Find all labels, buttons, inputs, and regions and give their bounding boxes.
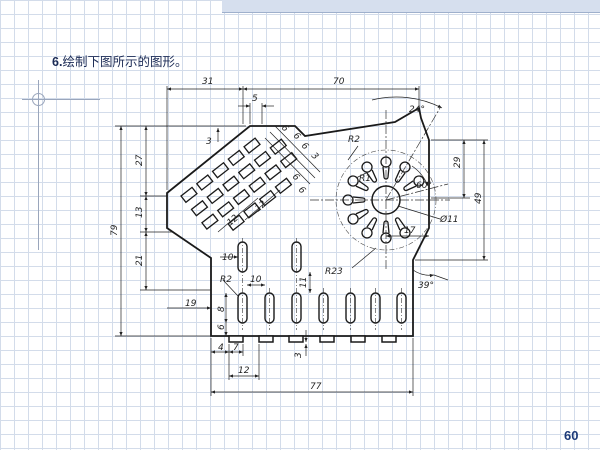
dim-6-c: 6	[299, 141, 310, 152]
keyhole-slots	[342, 156, 425, 244]
dim-39-deg: 39°	[418, 281, 434, 291]
dim-r2-lower: R2	[220, 275, 232, 285]
problem-number: 6.	[52, 55, 63, 69]
bottom-teeth	[228, 335, 397, 343]
center-hole	[371, 185, 401, 215]
dim-19: 19	[185, 299, 197, 309]
dim-17: 17	[404, 226, 416, 236]
header-band	[222, 0, 600, 12]
dim-3-diag: 3	[309, 151, 320, 162]
problem-text: 绘制下图所示的图形。	[62, 55, 188, 69]
dim-3-bottom: 3	[294, 352, 304, 358]
header-rule	[222, 12, 600, 13]
dim-11: 11	[299, 277, 309, 288]
decor-horizontal-line	[22, 99, 100, 100]
dim-6-e: 6	[296, 185, 307, 196]
dim-12-bottom: 12	[238, 366, 250, 376]
dim-6-a: 6	[279, 123, 290, 134]
dim-6-b: 6	[291, 131, 302, 142]
dim-r1: R1	[359, 174, 371, 184]
dim-77: 77	[310, 382, 322, 392]
plate-outline	[166, 106, 430, 337]
dim-5: 5	[252, 94, 258, 104]
dim-31: 31	[202, 77, 213, 87]
dim-24-deg: 24°	[409, 105, 425, 115]
dim-8: 8	[217, 306, 227, 312]
slot-centerlines	[242, 238, 402, 330]
dim-49: 49	[474, 192, 484, 204]
dim-r23: R23	[325, 267, 343, 277]
dim-6-bottom-left: 6	[217, 324, 227, 330]
dim-3-top: 3	[206, 137, 212, 147]
dim-27: 27	[135, 154, 145, 166]
dimension-labels: 31 70 5 24° 3 6 6 6 3 6 6 R2 R1 27 13 21…	[110, 77, 484, 392]
problem-title: 6.绘制下图所示的图形。	[52, 51, 187, 70]
dim-70: 70	[333, 77, 345, 87]
dim-r2-top: R2	[348, 135, 360, 145]
decor-vertical-line	[38, 80, 39, 250]
dim-10-lower: 10	[250, 275, 262, 285]
dim-10-upper: 10	[222, 253, 234, 263]
dim-21: 21	[135, 255, 145, 266]
dim-4: 4	[218, 343, 224, 353]
pitch-circle	[335, 149, 437, 251]
dim-79: 79	[110, 224, 120, 236]
decor-circle-icon	[32, 93, 45, 106]
rect-hole-grid	[180, 137, 298, 232]
center-lines	[310, 107, 450, 270]
vertical-slots	[237, 241, 407, 324]
dim-phi11: Ø11	[439, 214, 459, 225]
dim-13: 13	[135, 206, 145, 218]
dim-60-deg: 60°	[416, 181, 432, 191]
dimension-lines	[115, 86, 488, 396]
dim-7: 7	[233, 343, 239, 353]
dim-29: 29	[453, 156, 463, 168]
dim-6-d: 6	[290, 172, 301, 183]
page-number: 60	[564, 428, 579, 443]
